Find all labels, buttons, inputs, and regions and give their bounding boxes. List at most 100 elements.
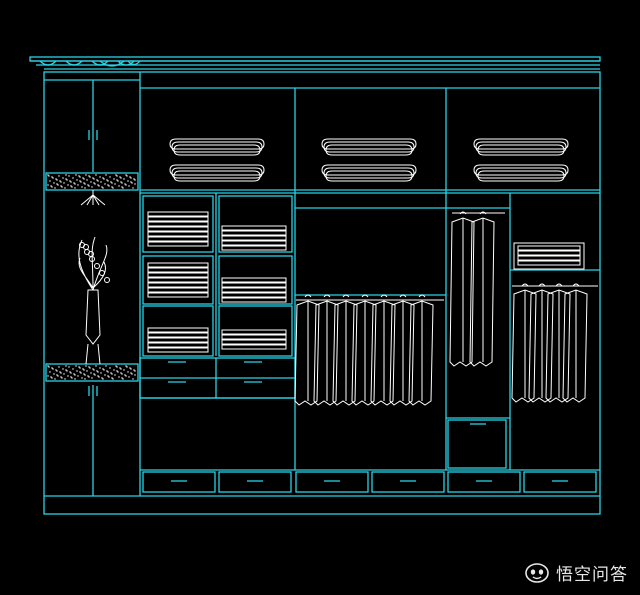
folded-clothes [517, 245, 581, 251]
folded-blanket [173, 144, 261, 156]
folded-clothes [147, 342, 209, 348]
marble-speck [124, 183, 126, 185]
marble-speck [104, 374, 106, 376]
marble-speck [126, 366, 128, 368]
marble-speck [86, 179, 88, 181]
marble-speck [66, 370, 68, 372]
marble-speck [133, 369, 135, 371]
marble-speck [110, 181, 112, 183]
marble-speck [108, 376, 110, 378]
folded-clothes [221, 245, 287, 251]
bottom-drawer [371, 471, 445, 493]
vase-leg [97, 343, 101, 365]
marble-speck [54, 378, 56, 380]
marble-speck [107, 375, 109, 377]
folded-blanket [169, 164, 265, 176]
marble-speck [125, 184, 127, 186]
marble-speck [47, 184, 49, 186]
marble-speck [61, 377, 63, 379]
cabinet-details [47, 138, 598, 406]
folded-clothes [147, 236, 209, 242]
marble-speck [75, 174, 77, 176]
folded-clothes [221, 225, 287, 231]
marble-speck [88, 366, 90, 368]
folded-clothes [147, 226, 209, 232]
garment [294, 300, 320, 406]
garment [408, 300, 434, 406]
marble-speck [133, 178, 135, 180]
marble-speck [51, 377, 53, 379]
marble-speck [71, 186, 73, 188]
marble-speck [47, 375, 49, 377]
crown-ornament [117, 60, 135, 66]
marble-speck [102, 187, 104, 189]
marble-speck [85, 365, 87, 367]
marble-speck [125, 375, 127, 377]
marble-speck [120, 177, 122, 179]
marble-speck [105, 174, 107, 176]
flower [88, 251, 94, 257]
folded-clothes [221, 344, 287, 350]
folded-blanket [323, 167, 415, 179]
marble-speck [108, 185, 110, 187]
marble-speck [87, 375, 89, 377]
marble-speck [129, 367, 131, 369]
bottom-drawer [142, 471, 216, 493]
marble-speck [74, 374, 76, 376]
folded-blanket [473, 164, 569, 176]
folded-clothes [147, 277, 209, 283]
marble-speck [112, 378, 114, 380]
watermark: 悟空问答 [524, 560, 628, 585]
marble-speck [79, 367, 81, 369]
marble-speck [58, 366, 60, 368]
marble-speck [72, 368, 74, 370]
marble-speck [64, 187, 66, 189]
marble-speck [83, 373, 85, 375]
marble-speck [78, 366, 80, 368]
marble-speck [90, 181, 92, 183]
marble-speck [59, 180, 61, 182]
folded-clothes [147, 221, 209, 227]
cubby [218, 255, 293, 305]
marble-speck [65, 369, 67, 371]
bottom-drawer [523, 471, 597, 493]
marble-speck [129, 176, 131, 178]
garment [351, 300, 377, 406]
folded-clothes [147, 282, 209, 288]
folded-clothes [221, 287, 287, 293]
folded-clothes [147, 267, 209, 273]
flower [94, 263, 100, 269]
garment [545, 289, 571, 403]
hanger [323, 294, 331, 298]
vase-leg [85, 343, 89, 365]
marble-speck [122, 378, 124, 380]
marble-speck [59, 371, 61, 373]
folded-clothes [147, 337, 209, 343]
folded-blanket [321, 138, 417, 150]
hanger [342, 294, 350, 298]
marble-speck [70, 181, 72, 183]
marble-speck [91, 186, 93, 188]
hanger [555, 283, 563, 287]
marble-speck [47, 365, 49, 367]
marble-speck [111, 377, 113, 379]
garment [469, 217, 495, 367]
folded-stack [513, 242, 585, 270]
marble-speck [52, 177, 54, 179]
marble-speck [49, 180, 51, 182]
marble-speck [78, 175, 80, 177]
marble-speck [134, 179, 136, 181]
folded-blanket [321, 164, 417, 176]
marble-speck [121, 377, 123, 379]
marble-speck [84, 187, 86, 189]
crown-ornament [127, 60, 141, 66]
marble-speck [94, 183, 96, 185]
marble-speck [116, 175, 118, 177]
folded-clothes [517, 250, 581, 256]
marble-speck [104, 183, 106, 185]
marble-speck [114, 374, 116, 376]
marble-speck [99, 367, 101, 369]
marble-speck [97, 180, 99, 182]
marble-speck [71, 377, 73, 379]
folded-clothes [147, 216, 209, 222]
